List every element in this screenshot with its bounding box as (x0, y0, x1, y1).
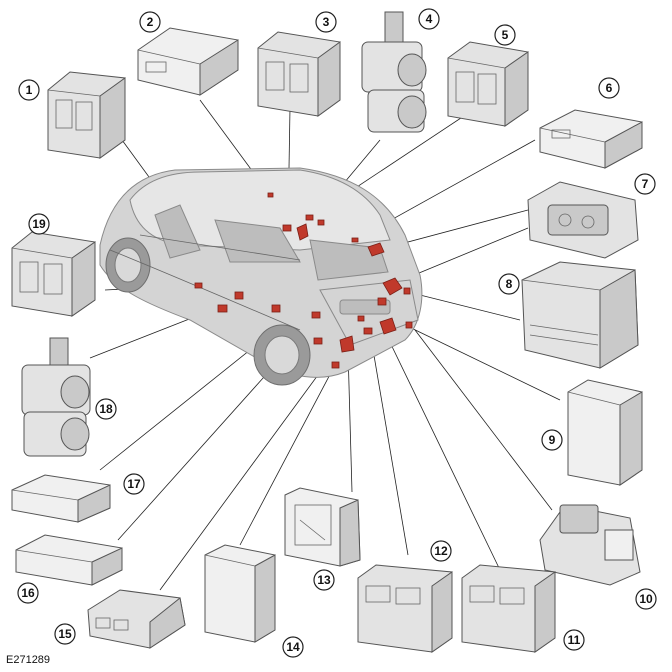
callout-8: 8 (498, 273, 520, 295)
svg-text:7: 7 (642, 177, 649, 191)
svg-text:6: 6 (606, 81, 613, 95)
leader-lines (89, 99, 561, 591)
callout-4: 4 (418, 8, 440, 30)
location-marker (271, 304, 281, 313)
callout-11: 11 (563, 629, 585, 651)
callout-3: 3 (315, 11, 337, 33)
callout-1: 1 (18, 79, 40, 101)
callout-18: 18 (95, 398, 117, 420)
location-marker (367, 242, 385, 257)
callout-17: 17 (123, 473, 145, 495)
component-10-module-icon (539, 504, 641, 586)
callout-15: 15 (54, 623, 76, 645)
svg-text:9: 9 (549, 433, 556, 447)
component-13-module-icon (284, 487, 361, 567)
svg-text:1: 1 (26, 83, 33, 97)
svg-text:17: 17 (127, 477, 141, 491)
location-marker (339, 335, 355, 353)
svg-text:18: 18 (99, 402, 113, 416)
callout-5: 5 (494, 24, 516, 46)
component-15-module-icon (87, 589, 186, 649)
location-marker (194, 282, 203, 289)
svg-text:5: 5 (502, 28, 509, 42)
location-marker (377, 297, 387, 306)
callout-10: 10 (635, 588, 657, 610)
location-marker (282, 224, 292, 232)
component-16-module-icon (15, 534, 123, 586)
location-marker (403, 287, 411, 295)
location-marker (351, 237, 359, 243)
figure-reference: E271289 (6, 654, 51, 666)
component-3-module-icon (257, 31, 341, 117)
location-marker (405, 321, 413, 329)
component-2-module-icon (137, 27, 239, 96)
component-1-module-icon (47, 71, 126, 159)
component-12-module-icon (357, 564, 453, 653)
callout-12: 12 (430, 540, 452, 562)
svg-text:11: 11 (568, 633, 581, 647)
svg-text:16: 16 (21, 586, 35, 600)
location-marker (331, 361, 340, 369)
callout-16: 16 (17, 582, 39, 604)
location-marker (363, 327, 373, 335)
component-14-module-icon (204, 544, 276, 643)
callout-9: 9 (541, 429, 563, 451)
component-11-module-icon (461, 564, 556, 653)
location-marker (305, 214, 314, 221)
svg-text:14: 14 (286, 640, 300, 654)
location-marker (296, 223, 309, 241)
svg-text:8: 8 (506, 277, 513, 291)
svg-text:12: 12 (434, 544, 448, 558)
component-8-module-icon (521, 261, 639, 369)
location-marker (357, 315, 365, 322)
component-6-module-icon (539, 109, 643, 169)
component-4-actuator-icon (361, 11, 427, 133)
component-5-module-icon (447, 41, 529, 127)
location-marker (234, 291, 244, 300)
component-18-actuator-icon (21, 337, 91, 457)
callout-13: 13 (313, 569, 335, 591)
module-location-markers (194, 192, 413, 369)
location-marker (317, 219, 325, 226)
svg-text:3: 3 (323, 15, 330, 29)
location-marker (267, 192, 274, 198)
component-9-module-icon (567, 379, 643, 486)
component-17-module-icon (11, 474, 111, 523)
callout-14: 14 (282, 636, 304, 658)
callout-19: 19 (28, 213, 50, 235)
component-7-module-icon (527, 181, 639, 259)
location-marker (313, 337, 323, 345)
component-19-module-icon (11, 231, 96, 317)
vehicle-suv-icon (99, 167, 423, 386)
location-marker (379, 317, 397, 335)
callout-6: 6 (598, 77, 620, 99)
location-marker (382, 277, 403, 296)
svg-text:15: 15 (58, 627, 72, 641)
svg-text:10: 10 (639, 592, 653, 606)
svg-text:4: 4 (426, 12, 433, 26)
callout-2: 2 (139, 11, 161, 33)
location-marker (311, 311, 321, 319)
svg-text:2: 2 (147, 15, 154, 29)
callout-7: 7 (634, 173, 656, 195)
svg-text:13: 13 (317, 573, 331, 587)
svg-text:19: 19 (32, 217, 46, 231)
location-marker (217, 304, 228, 313)
